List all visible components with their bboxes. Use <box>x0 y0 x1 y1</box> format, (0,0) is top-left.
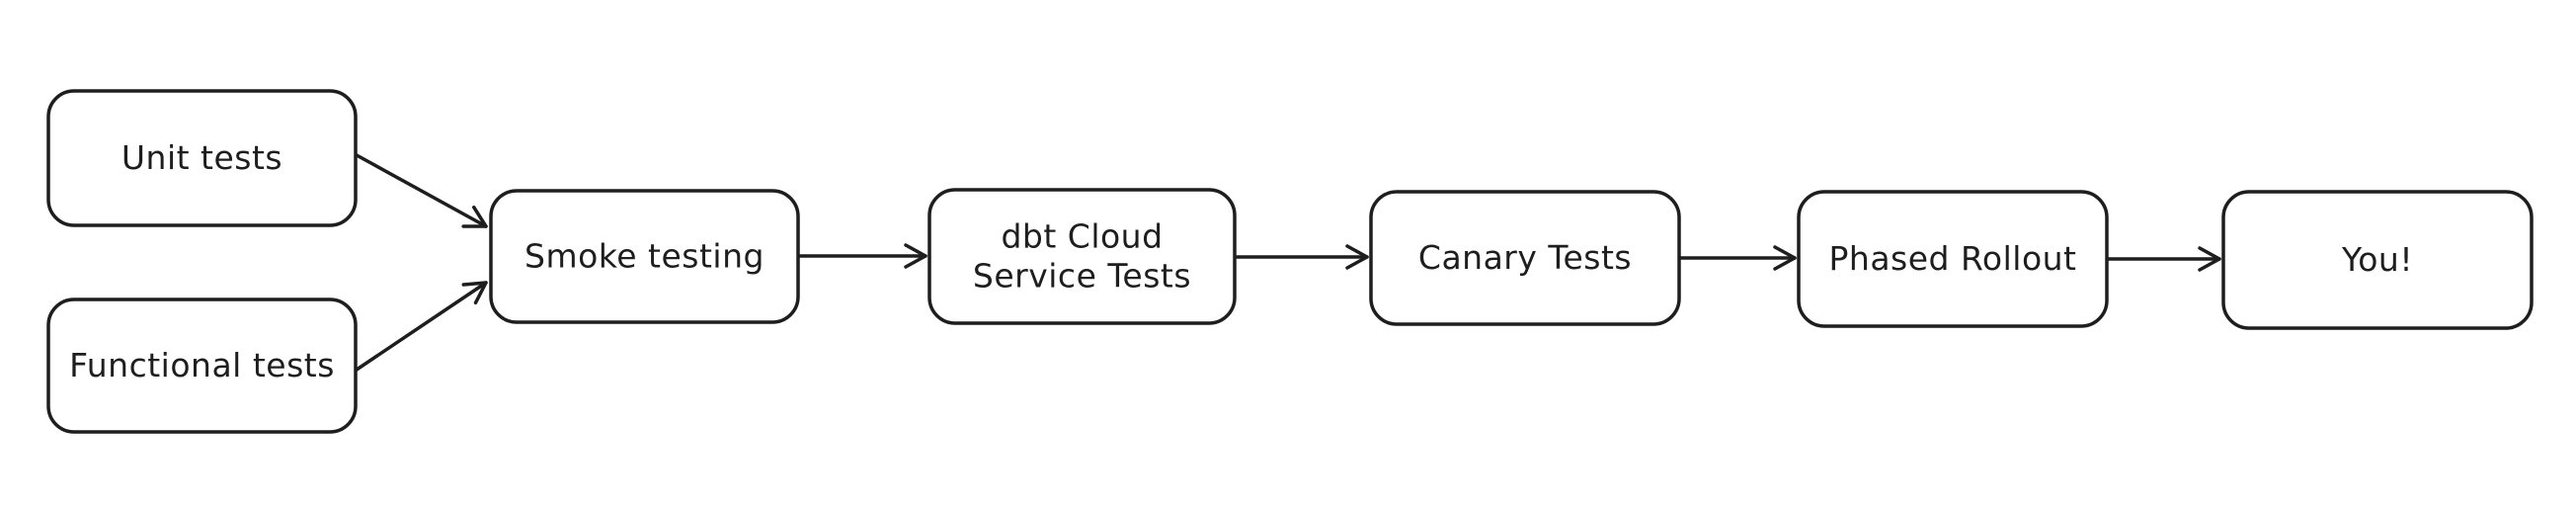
node-box-you <box>2221 190 2534 330</box>
node-box-canary-tests <box>1369 190 1681 326</box>
node-box-dbt-cloud-service-tests <box>927 188 1237 325</box>
edge-unit-tests-to-smoke-testing <box>355 153 488 228</box>
node-smoke-testing: Smoke testing <box>489 189 800 324</box>
edge-functional-tests-to-smoke-testing <box>355 281 488 372</box>
node-label-canary-tests: Canary Tests <box>1418 238 1632 277</box>
node-functional-tests: Functional tests <box>46 298 358 434</box>
node-label-unit-tests: Unit tests <box>121 138 282 177</box>
node-label-you: You! <box>2341 240 2413 279</box>
node-unit-tests: Unit tests <box>46 89 358 227</box>
node-label-smoke-testing: Smoke testing <box>524 237 765 276</box>
node-box-unit-tests <box>46 89 358 227</box>
node-box-smoke-testing <box>489 189 800 324</box>
node-you: You! <box>2221 190 2534 330</box>
node-box-functional-tests <box>46 298 358 434</box>
node-canary-tests: Canary Tests <box>1369 190 1681 326</box>
node-label-functional-tests: Functional tests <box>69 346 335 384</box>
node-label-phased-rollout: Phased Rollout <box>1829 239 2077 278</box>
edges-layer <box>355 153 2221 372</box>
node-box-phased-rollout <box>1797 190 2109 328</box>
node-phased-rollout: Phased Rollout <box>1797 190 2109 328</box>
